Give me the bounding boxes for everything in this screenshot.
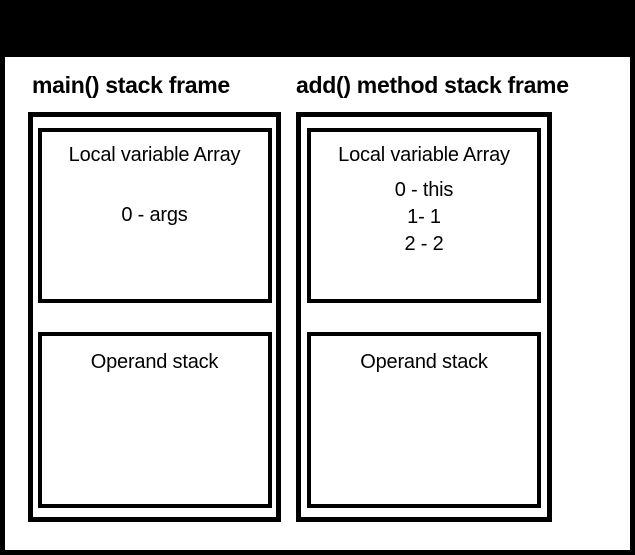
add-operand-stack-box: Operand stack — [307, 332, 541, 508]
variable-entry: 2 - 2 — [404, 233, 444, 255]
variable-entry: 0 - args — [121, 204, 188, 226]
variable-entry: 0 - this — [394, 179, 454, 201]
add-frame-title: add() method stack frame — [296, 72, 569, 98]
local-variable-array-label: Local variable Array — [338, 144, 510, 166]
local-variable-array-label: Local variable Array — [68, 144, 241, 166]
main-local-variable-entries: 0 - args — [121, 202, 187, 229]
add-local-variable-array-box: Local variable Array 0 - this 1- 1 2 - 2 — [307, 128, 541, 303]
operand-stack-label: Operand stack — [90, 351, 219, 373]
add-local-variable-entries: 0 - this 1- 1 2 - 2 — [394, 177, 454, 258]
operand-stack-label: Operand stack — [360, 351, 488, 373]
variable-entry: 1- 1 — [407, 206, 441, 228]
main-frame-title: main() stack frame — [32, 72, 230, 98]
main-stack-frame: Local variable Array 0 - args Operand st… — [28, 112, 281, 522]
main-local-variable-array-box: Local variable Array 0 - args — [37, 128, 272, 303]
main-operand-stack-box: Operand stack — [37, 332, 272, 508]
add-stack-frame: Local variable Array 0 - this 1- 1 2 - 2 O… — [296, 112, 552, 522]
stack-frames-panel: main() stack frame add() method stack fr… — [5, 57, 630, 550]
